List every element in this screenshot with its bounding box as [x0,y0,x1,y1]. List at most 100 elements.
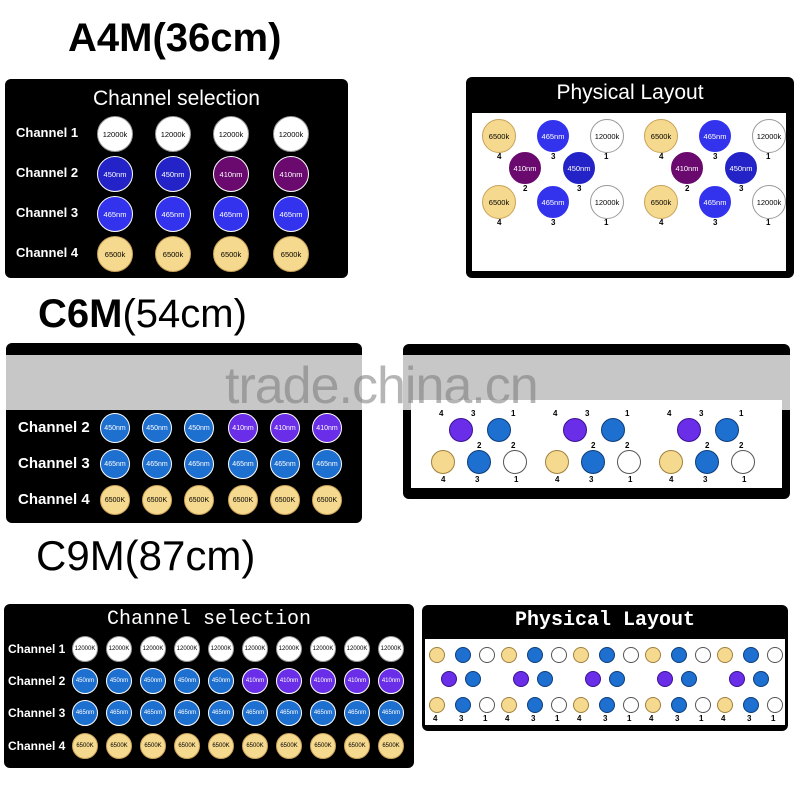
layout-channel-number: 1 [483,714,488,723]
layout-led-warm [645,647,661,663]
led-6500k: 6500K [228,485,258,515]
layout-led-blue [609,671,625,687]
layout-led-blue [527,647,543,663]
led-450nm: 450nm [724,151,758,185]
layout-channel-number: 4 [649,714,654,723]
led-12000k: 12000k [213,116,249,152]
led-410nm: 410nm [312,413,342,443]
layout-led-cool [695,647,711,663]
layout-led-violet [513,671,529,687]
led-12000k: 12000k [155,116,191,152]
layout-channel-number: 1 [604,152,609,161]
layout-channel-number: 3 [471,409,476,418]
layout-led-warm [501,647,517,663]
led-465nm: 465nm [155,196,191,232]
led-6500k: 6500k [213,236,249,272]
layout-led-violet [729,671,745,687]
layout-led-blue [455,697,471,713]
led-465nm: 465nm [106,700,132,726]
led-6500k: 6500K [100,485,130,515]
led-465nm: 465nm [208,700,234,726]
layout-led-cool [695,697,711,713]
layout-channel-number: 3 [713,152,718,161]
led-410nm: 410nm [270,413,300,443]
layout-led-blue [599,647,615,663]
watermark-text: trade.china.cn [225,357,539,415]
layout-channel-number: 1 [555,714,560,723]
led-6500k: 6500K [184,485,214,515]
layout-channel-number: 4 [505,714,510,723]
layout-channel-number: 2 [705,441,710,450]
channel-label: Channel 1 [16,125,79,140]
led-465nm: 465nm [174,700,200,726]
led-6500k: 6500K [140,733,166,759]
led-410nm: 410nm [378,668,404,694]
led-6500k: 6500k [482,119,516,153]
led-465nm: 465nm [100,449,130,479]
led-12000k: 12000k [752,185,786,219]
led-12000k: 12000K [344,636,370,662]
layout-channel-number: 1 [699,714,704,723]
led-6500k: 6500k [482,185,516,219]
led-6500k: 6500K [270,485,300,515]
led-6500k: 6500K [378,733,404,759]
led-12000k: 12000K [140,636,166,662]
led-410nm: 410nm [310,668,336,694]
c9m-physical-layout-title: Physical Layout [514,609,696,632]
layout-channel-number: 1 [771,714,776,723]
led-465nm: 465nm [312,449,342,479]
led-465nm: 465nm [213,196,249,232]
c6m-title-model: C6M [38,292,123,336]
layout-channel-number: 3 [603,714,608,723]
led-12000k: 12000k [273,116,309,152]
led-450nm: 450nm [208,668,234,694]
layout-channel-number: 1 [739,409,744,418]
led-12000k: 12000K [72,636,98,662]
layout-led-blue [527,697,543,713]
layout-led-cool [551,647,567,663]
layout-led-blue [537,671,553,687]
channel-label: Channel 2 [8,674,66,688]
led-6500k: 6500K [72,733,98,759]
layout-led-blue [695,450,719,474]
layout-led-cool [623,647,639,663]
c9m-title: C9M(87cm) [36,532,256,579]
led-450nm: 450nm [72,668,98,694]
led-465nm: 465nm [184,449,214,479]
layout-led-cool [479,697,495,713]
layout-led-blue [467,450,491,474]
led-12000k: 12000k [590,185,624,219]
layout-led-warm [573,697,589,713]
led-410nm: 410nm [670,151,704,185]
layout-led-cool [767,647,783,663]
led-12000k: 12000k [590,119,624,153]
led-12000k: 12000K [174,636,200,662]
layout-led-warm [501,697,517,713]
layout-led-warm [659,450,683,474]
led-465nm: 465nm [378,700,404,726]
led-450nm: 450nm [155,156,191,192]
led-12000k: 12000K [310,636,336,662]
layout-channel-number: 1 [742,475,747,484]
channel-label: Channel 4 [8,739,66,753]
layout-channel-number: 4 [555,475,560,484]
led-6500k: 6500K [106,733,132,759]
led-6500k: 6500K [174,733,200,759]
led-450nm: 450nm [174,668,200,694]
layout-led-warm [429,697,445,713]
led-6500k: 6500k [644,185,678,219]
led-12000k: 12000k [97,116,133,152]
layout-channel-number: 1 [625,409,630,418]
led-6500k: 6500k [97,236,133,272]
layout-channel-number: 3 [551,152,556,161]
layout-led-blue [465,671,481,687]
layout-channel-number: 1 [766,218,771,227]
layout-channel-number: 3 [699,409,704,418]
layout-channel-number: 1 [627,714,632,723]
